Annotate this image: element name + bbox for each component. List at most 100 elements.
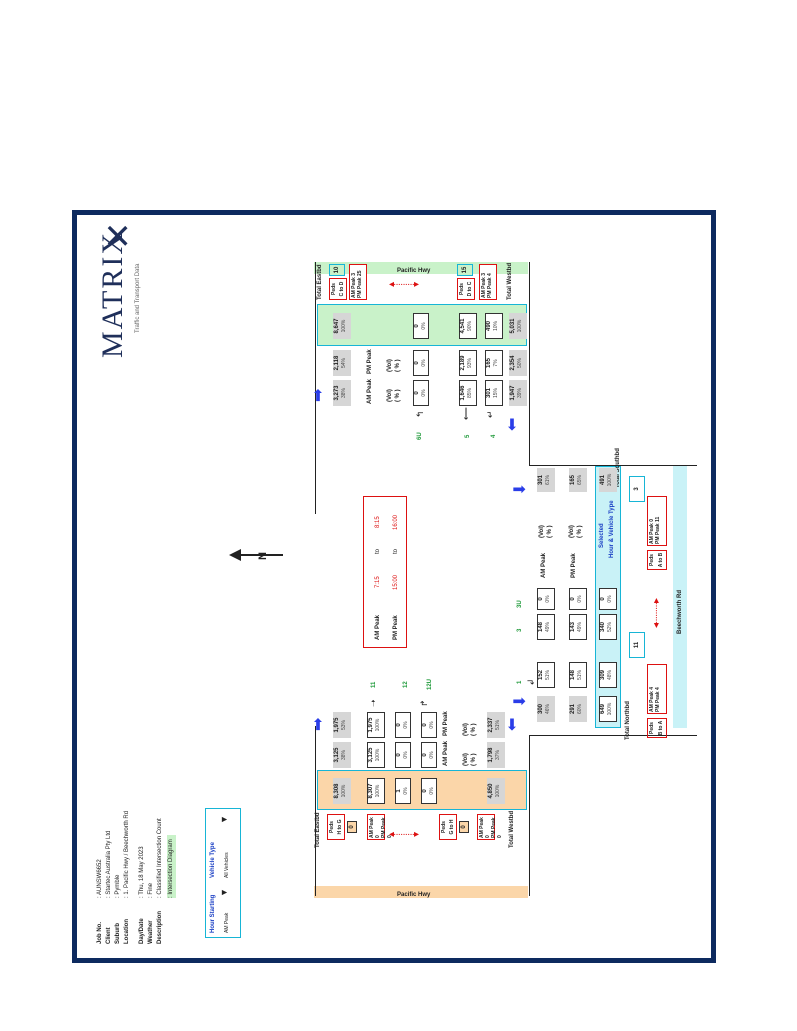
- west-total-eastbd-label: Total Eastbd: [315, 812, 321, 848]
- west-westbd-arrow-icon: ⬅: [504, 717, 521, 731]
- movement-12: 12: [403, 681, 409, 688]
- west-pm-vol-label: (Vol): [463, 723, 469, 736]
- selected-label-1: Selected: [599, 523, 605, 548]
- road-label-beechworth-rd: Beechworth Rd: [677, 589, 683, 634]
- east-peds-cd-count: 10: [329, 264, 345, 276]
- east-am-vol-label: (Vol): [387, 389, 393, 402]
- movement-3: 3: [517, 628, 523, 632]
- pm-peak-to: 16:00: [393, 514, 399, 530]
- pm-peak-label: PM Peak: [393, 615, 399, 640]
- south-vol-label: (Vol): [539, 525, 545, 538]
- peak-times-box: [363, 496, 407, 648]
- west-thru-arrow-icon: ➝: [368, 699, 378, 707]
- matrix-logo: MATRIX ✕ Traffic and Transport Data: [95, 222, 155, 359]
- south-am-peak-label: AM Peak: [541, 552, 547, 578]
- vehicle-dropdown-arrow-icon[interactable]: ▼: [219, 815, 229, 824]
- movement-4: 4: [491, 434, 497, 438]
- movement-3u: 3U: [517, 600, 523, 608]
- south-peds-ba-count: 11: [629, 632, 645, 658]
- south-left-turn-icon: ↲: [526, 678, 536, 686]
- location-label: Location: [124, 919, 130, 944]
- total-northbd-label: Total Northbd: [625, 701, 631, 740]
- east-pm-vol-label: (Vol): [387, 359, 393, 372]
- hour-dropdown-arrow-icon[interactable]: ▼: [219, 888, 229, 897]
- south-pct-label: ( % ): [547, 525, 553, 538]
- east-peds-dc-count: 15: [457, 264, 473, 276]
- east-crossing-arrow-icon: ◂·········▸: [389, 279, 419, 290]
- south-peds-ab-count: 3: [629, 476, 645, 502]
- location-value: : 1. Pacific Hwy / Beechworth Rd: [124, 810, 130, 898]
- description-label: Description: [157, 910, 163, 944]
- south-pm-pct-label: ( % ): [577, 525, 583, 538]
- east-thru-arrow-icon: ⟵: [461, 407, 471, 420]
- east-am-peak-label: AM Peak: [367, 378, 373, 404]
- south-north-arrow-icon: ⬇: [512, 694, 529, 708]
- pm-peak-to-word: to: [393, 548, 399, 554]
- suburb-value: : Pymble: [115, 874, 121, 898]
- hour-starting-label: Hour Starting: [210, 894, 216, 933]
- east-westbd-arrow-icon: ⬅: [504, 417, 521, 431]
- east-pm-peak-label: PM Peak: [367, 349, 373, 374]
- weather-value: : Fine: [148, 882, 154, 898]
- road-label-pacific-hwy-left: Pacific Hwy: [397, 892, 431, 898]
- job-label: Job No.: [97, 922, 103, 944]
- movement-6u: 6U: [417, 432, 423, 440]
- west-pm-pct-label: ( % ): [471, 723, 477, 736]
- selected-label-2: Hour & Vehicle Type: [609, 500, 615, 558]
- east-total-westbd-label: Total Westbd: [507, 262, 513, 300]
- client-value: : Startec Australia Pty Ltd: [106, 830, 112, 898]
- day-value: : Thu, 18 May 2023: [139, 846, 145, 898]
- west-right-turn-icon: ↱: [419, 699, 429, 707]
- south-pm-vol-label: (Vol): [569, 525, 575, 538]
- west-pm-peak-label: PM Peak: [443, 711, 449, 736]
- suburb-label: Suburb: [115, 923, 121, 944]
- road-edge-bottom-right: [529, 262, 530, 466]
- south-exit-arrow-icon: ⬇: [512, 482, 529, 496]
- description-value-2: : Intersection Diagram: [167, 835, 176, 898]
- east-am-pct-label: ( % ): [395, 389, 401, 402]
- am-peak-to: 8:15: [375, 516, 381, 528]
- east-left-turn-icon: ↵: [485, 410, 495, 418]
- description-value: : Classified Intersection Count: [157, 818, 163, 898]
- road-edge-top-left: [315, 726, 316, 896]
- hour-starting-value: AM Peak: [224, 912, 230, 933]
- rotated-stage: Job No. : AUNSW6652 Client : Startec Aus…: [77, 215, 711, 958]
- west-am-pct-label: ( % ): [471, 753, 477, 766]
- road-label-pacific-hwy-right: Pacific Hwy: [397, 268, 431, 274]
- am-peak-to-word: to: [375, 548, 381, 554]
- west-eastbd-arrow-icon: ➡: [310, 717, 327, 731]
